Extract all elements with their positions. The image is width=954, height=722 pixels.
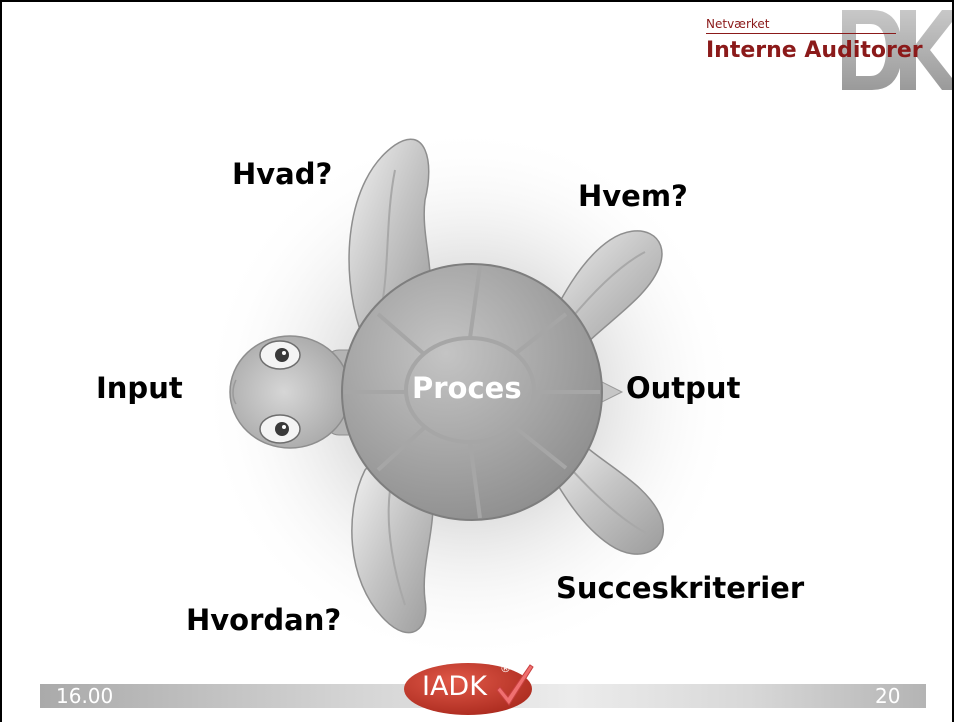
footer-time: 16.00 (56, 684, 114, 708)
label-succeskriterier: Succeskriterier (556, 571, 805, 605)
label-hvordan: Hvordan? (186, 603, 342, 637)
footer-page-number: 20 (875, 684, 901, 708)
label-hvem: Hvem? (578, 179, 688, 213)
logo-main-text: Interne Auditorer (706, 38, 923, 63)
dk-letters-graphic (842, 10, 952, 90)
shell-plate-lines (344, 265, 600, 519)
registered-mark: ® (500, 662, 511, 675)
label-input: Input (96, 371, 183, 405)
iadk-logo-text: IADK (422, 671, 487, 702)
logo-rule (706, 33, 896, 34)
turtle-shell (341, 263, 603, 521)
label-output: Output (626, 371, 741, 405)
label-proces: Proces (412, 371, 522, 405)
label-hvad: Hvad? (232, 157, 333, 191)
logo-small-text: Netværket (706, 17, 770, 31)
netvaerket-logo: Netværket Interne Auditorer (706, 4, 952, 104)
checkmark-icon (496, 664, 534, 706)
iadk-logo: IADK ® (402, 657, 542, 717)
iadk-oval (404, 663, 534, 715)
